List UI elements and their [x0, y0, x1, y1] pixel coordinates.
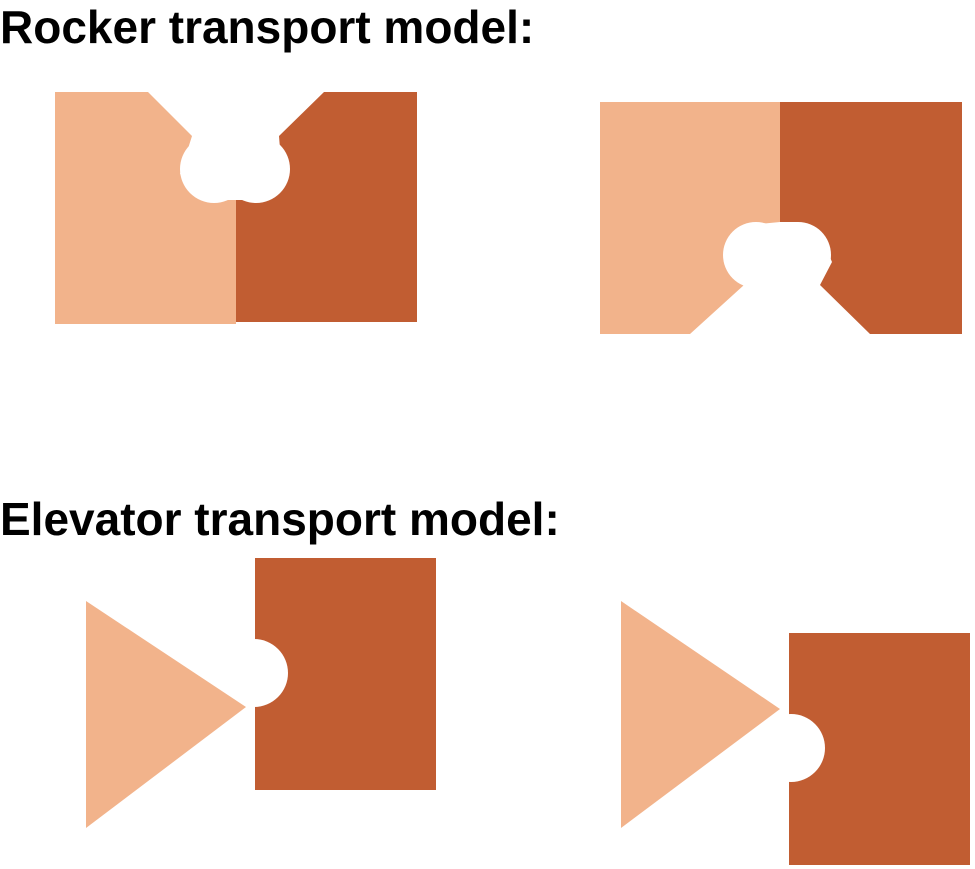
rocker-state-open-top	[55, 92, 417, 324]
elevator-1-scaffold-domain	[86, 601, 246, 828]
rocker-state-open-bottom	[600, 102, 962, 334]
elevator-1-substrate-pocket	[220, 639, 288, 707]
rocker-model-heading: Rocker transport model:	[0, 1, 535, 53]
rocker-open-top-light-domain	[55, 92, 236, 324]
elevator-state-1	[86, 558, 436, 828]
rocker-open-bottom-light-domain	[600, 102, 780, 334]
elevator-state-2	[621, 601, 970, 865]
rocker-open-bottom-dark-domain	[780, 102, 962, 334]
elevator-model-heading: Elevator transport model:	[0, 493, 560, 545]
rocker-open-top-dark-domain	[236, 92, 417, 322]
elevator-2-substrate-pocket	[757, 714, 825, 782]
rocker-open-top-substrate-pocket-right	[222, 135, 290, 203]
rocker-open-bottom-substrate-pocket-right	[765, 222, 831, 288]
elevator-2-scaffold-domain	[621, 601, 780, 828]
